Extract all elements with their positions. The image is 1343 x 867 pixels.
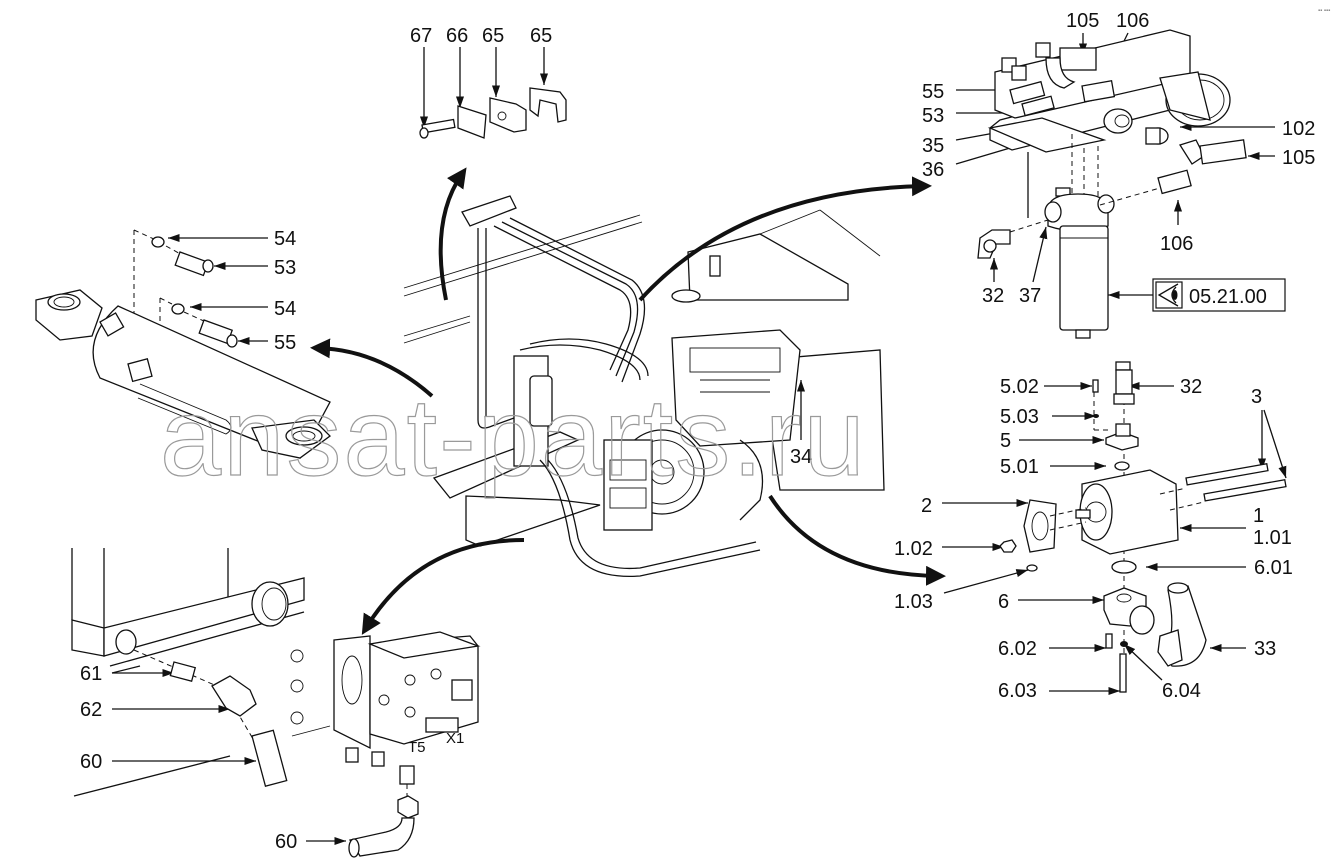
flange-6 <box>1103 587 1155 635</box>
plate-66 <box>457 105 487 139</box>
bolt-67 <box>419 118 456 139</box>
washer-5-03 <box>1093 414 1099 418</box>
label-1-03: 1.03 <box>894 591 933 613</box>
pump-group: 5.02 32 5.03 5 5.01 3 2 1 1.01 1.02 1.03… <box>894 361 1293 702</box>
label-6: 6 <box>998 591 1009 613</box>
oring-6-01 <box>1111 560 1137 574</box>
label-67: 67 <box>410 25 432 47</box>
label-62: 62 <box>80 699 102 721</box>
cylinder-group: 54 53 54 55 <box>35 228 331 459</box>
fittings-top <box>1001 42 1116 117</box>
label-6-04: 6.04 <box>1162 680 1201 702</box>
label-36: 36 <box>922 159 944 181</box>
key-1-03 <box>1026 564 1038 572</box>
fitting-32b <box>1113 361 1135 405</box>
label-105: 105 <box>1066 10 1099 32</box>
label-55: 55 <box>274 332 296 354</box>
fitting-61 <box>169 661 197 683</box>
mounting-plate <box>987 117 1107 153</box>
label-2: 2 <box>921 495 932 517</box>
hydraulic-cylinder <box>35 289 331 459</box>
oil-cooler <box>71 548 305 667</box>
port-t5: T5 <box>408 739 426 756</box>
label-106: 106 <box>1116 10 1149 32</box>
bolt-6-03 <box>1119 653 1127 693</box>
fitting-105b <box>1178 139 1247 165</box>
port-x1: X1 <box>446 730 464 747</box>
oring-5-01 <box>1114 461 1130 471</box>
fitting-32 <box>977 229 1011 259</box>
reference-code[interactable]: 05.21.00 <box>1189 286 1267 308</box>
bolts-3 <box>1159 463 1287 511</box>
elbow-62 <box>211 675 257 717</box>
label-65: 65 <box>482 25 504 47</box>
clamp-65b <box>529 87 567 123</box>
fitting-60 <box>251 729 288 788</box>
label-34: 34 <box>790 446 812 468</box>
label-102: 102 <box>1282 118 1315 140</box>
washer-6-04 <box>1120 641 1128 647</box>
label-105b: 105 <box>1282 147 1315 169</box>
label-5-01: 5.01 <box>1000 456 1039 478</box>
screw-5-02 <box>1092 379 1099 393</box>
label-54: 54 <box>274 228 296 250</box>
label-66: 66 <box>446 25 468 47</box>
label-1-01: 1.01 <box>1253 527 1292 549</box>
label-32: 32 <box>982 285 1004 307</box>
pump-body <box>1075 469 1179 555</box>
flange-5 <box>1105 423 1139 451</box>
nut-1-02 <box>999 539 1017 553</box>
label-5: 5 <box>1000 430 1011 452</box>
fitting-102 <box>1145 127 1169 145</box>
label-53: 53 <box>274 257 296 279</box>
label-1: 1 <box>1253 505 1264 527</box>
callout-arrows <box>310 167 946 635</box>
label-106b: 106 <box>1160 233 1193 255</box>
label-33: 33 <box>1254 638 1276 660</box>
eye-view-icon <box>1157 283 1179 307</box>
corner-mark: ▪▪ ▪▪▪ <box>1318 8 1330 14</box>
filter-manifold-group: 105 106 55 53 35 36 102 105 106 32 37 <box>922 10 1315 339</box>
elbow-33 <box>1157 582 1207 667</box>
label-6-02: 6.02 <box>998 638 1037 660</box>
fitting-106b <box>1157 169 1192 195</box>
label-61: 61 <box>80 663 102 685</box>
label-55: 55 <box>922 81 944 103</box>
fitting-55 <box>198 319 238 348</box>
fitting-54b <box>171 303 185 315</box>
label-54b: 54 <box>274 298 296 320</box>
label-6-01: 6.01 <box>1254 557 1293 579</box>
label-37: 37 <box>1019 285 1041 307</box>
engine-assembly: 34 <box>403 195 885 578</box>
fitting-53 <box>174 251 214 277</box>
reference-box[interactable]: 05.21.00 <box>1152 278 1286 312</box>
label-5-03: 5.03 <box>1000 406 1039 428</box>
valve-block <box>290 631 481 800</box>
label-65b: 65 <box>530 25 552 47</box>
watermark: ansat-parts.ru <box>160 376 867 499</box>
label-6-03: 6.03 <box>998 680 1037 702</box>
clamp-65 <box>489 97 527 133</box>
elbow-60b <box>348 795 419 858</box>
label-53: 53 <box>922 105 944 127</box>
fitting-54 <box>151 236 165 248</box>
engine-block <box>603 329 801 531</box>
gasket-2 <box>1023 499 1087 553</box>
label-32: 32 <box>1180 376 1202 398</box>
clamp-group: 67 66 65 65 <box>410 25 567 139</box>
cooler-valve-group: 61 62 60 60 T5 X1 <box>71 548 481 858</box>
label-3: 3 <box>1251 386 1262 408</box>
screw-6-02 <box>1105 633 1113 649</box>
label-60b: 60 <box>275 831 297 853</box>
filter-housing <box>1009 187 1161 339</box>
label-5-02: 5.02 <box>1000 376 1039 398</box>
label-1-02: 1.02 <box>894 538 933 560</box>
label-35: 35 <box>922 135 944 157</box>
label-60: 60 <box>80 751 102 773</box>
